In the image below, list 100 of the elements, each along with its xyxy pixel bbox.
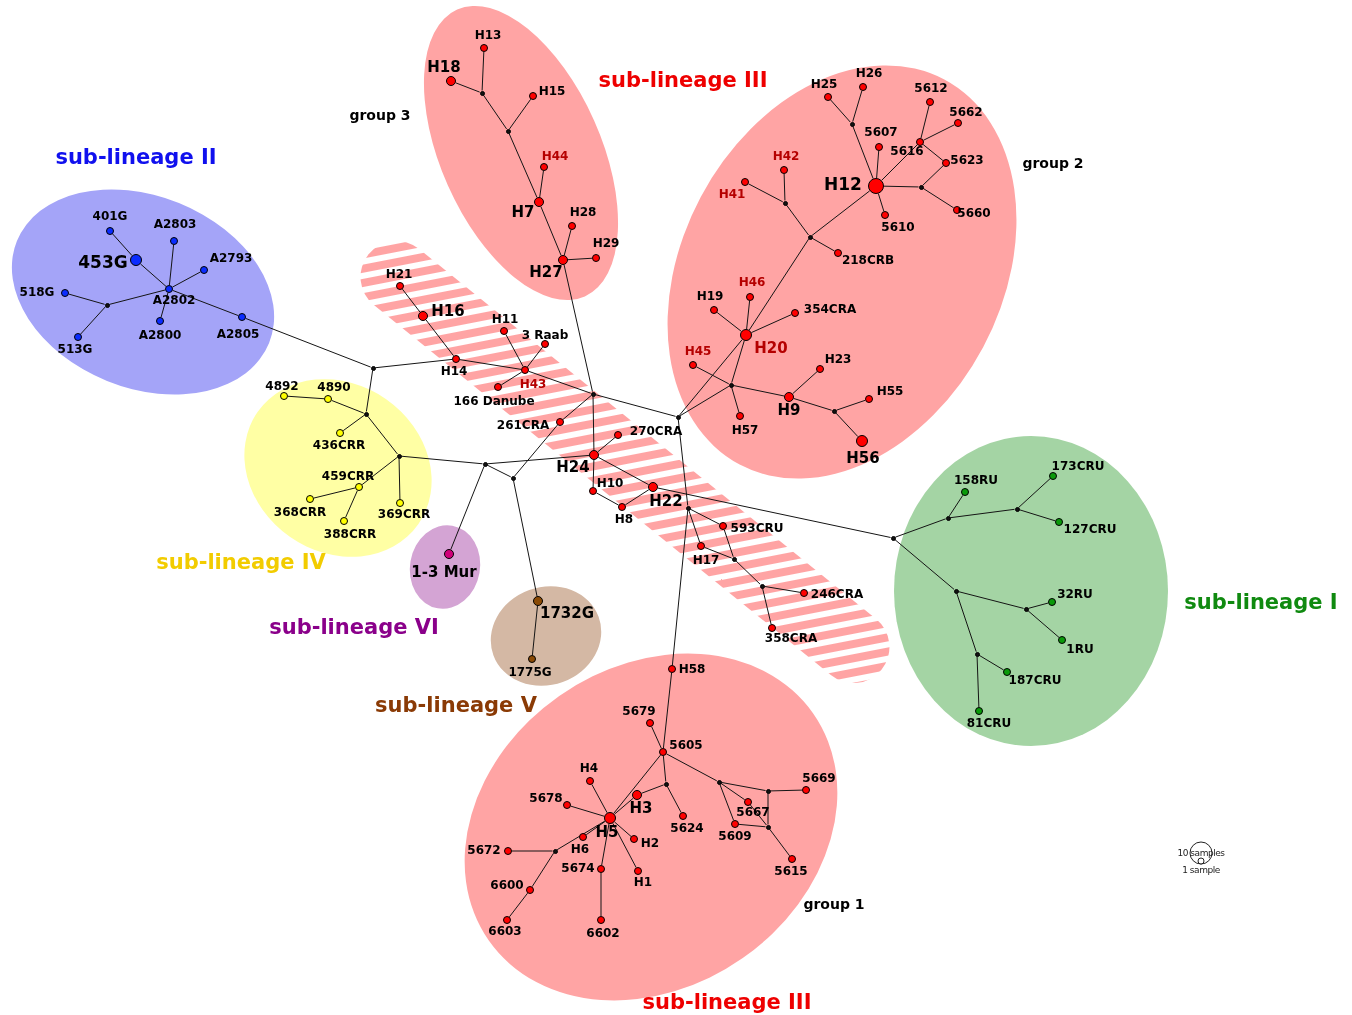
network-link [508,132,538,198]
haplotype-label: 354CRA [803,303,857,315]
haplotype-label: H2 [640,837,660,849]
network-link [592,396,595,451]
haplotype-label: 5672 [467,844,501,856]
haplotype-label: A2802 [152,294,196,306]
network-link [80,306,106,335]
haplotype-label: H23 [824,353,852,365]
haplotype-label: H27 [529,264,563,280]
lineage-title: sub-lineage III [598,69,768,91]
network-link [112,233,133,257]
network-link [1027,610,1060,638]
network-link [750,804,767,826]
haplotype-label: 5674 [561,862,595,874]
network-link [1018,478,1051,508]
network-link [614,797,634,815]
network-link [750,314,792,334]
haplotype-label: H8 [614,513,634,525]
haplotype-label: 436CRR [312,439,366,451]
network-link [597,437,616,453]
network-link [108,289,166,305]
haplotype-label: H1 [633,876,653,888]
haplotype-label: 173CRU [1051,460,1105,472]
haplotype-label: H13 [474,29,502,41]
haplotype-label: 127CRU [1063,523,1117,535]
haplotype-label: 3 Raab [521,329,569,341]
network-link [531,852,555,888]
haplotype-label: 1775G [508,666,552,678]
network-link [956,592,977,653]
network-link [450,465,485,550]
haplotype-label: H42 [772,150,800,162]
haplotype-label: H46 [738,276,766,288]
network-link [835,399,866,411]
haplotype-label: 5612 [914,82,948,94]
network-link [830,99,851,123]
haplotype-label: 6602 [586,927,620,939]
network-link [735,560,761,585]
lineage-title: sub-lineage II [55,146,217,168]
haplotype-label: H21 [385,268,413,280]
network-link [500,371,523,386]
network-link [792,371,818,395]
haplotype-label: 5662 [949,106,983,118]
network-link [876,150,880,179]
network-link [487,454,590,465]
haplotype-label: H56 [846,450,880,466]
network-link [591,784,608,814]
haplotype-label: 270CRA [629,425,683,437]
network-link [486,464,512,478]
haplotype-label: H12 [824,175,862,193]
network-link [1018,509,1056,522]
network-link [613,754,661,814]
network-link [922,144,944,161]
network-link [401,288,421,313]
network-link [688,509,701,543]
network-link [614,821,632,837]
haplotype-label: 5615 [774,865,808,877]
network-link [528,370,592,394]
haplotype-label: 158RU [954,474,998,486]
haplotype-label: 401G [92,210,128,222]
network-link [513,479,538,597]
haplotype-label: H45 [684,345,712,357]
haplotype-label: 593CRU [730,522,784,534]
haplotype-label: 5605 [669,739,703,751]
network-link [677,419,689,506]
network-link [720,782,746,801]
haplotype-label: H10 [596,477,624,489]
network-link [601,823,610,866]
haplotype-label: H16 [431,303,465,319]
network-link [978,654,1005,671]
haplotype-label: A2800 [138,329,182,341]
haplotype-label: 5607 [864,126,898,138]
network-link [783,173,786,201]
network-link [624,489,650,506]
haplotype-label: H18 [427,59,461,75]
legend-label: 1 sample [1182,865,1220,875]
haplotype-label: 5679 [622,705,656,717]
haplotype-label: H25 [810,78,838,90]
network-link [531,605,538,656]
network-link [367,415,398,455]
network-link [508,892,529,918]
haplotype-label: 388CRR [323,528,377,540]
network-link [877,193,885,212]
network-link [596,492,619,506]
haplotype-label: 513G [57,343,93,355]
network-link [716,311,742,332]
network-link [455,82,481,93]
haplotype-label: 459CRR [321,470,375,482]
haplotype-label: H57 [731,424,759,436]
network-link [459,359,522,370]
network-link [401,455,483,465]
network-link [852,90,863,123]
network-link [704,546,733,559]
haplotype-label: 32RU [1057,588,1093,600]
network-link [342,415,365,432]
network-link [769,828,791,857]
network-link [539,170,544,198]
haplotype-label: H28 [569,206,597,218]
haplotype-label: H5 [595,824,619,840]
network-link [746,300,751,330]
haplotype-label: H3 [629,800,653,816]
